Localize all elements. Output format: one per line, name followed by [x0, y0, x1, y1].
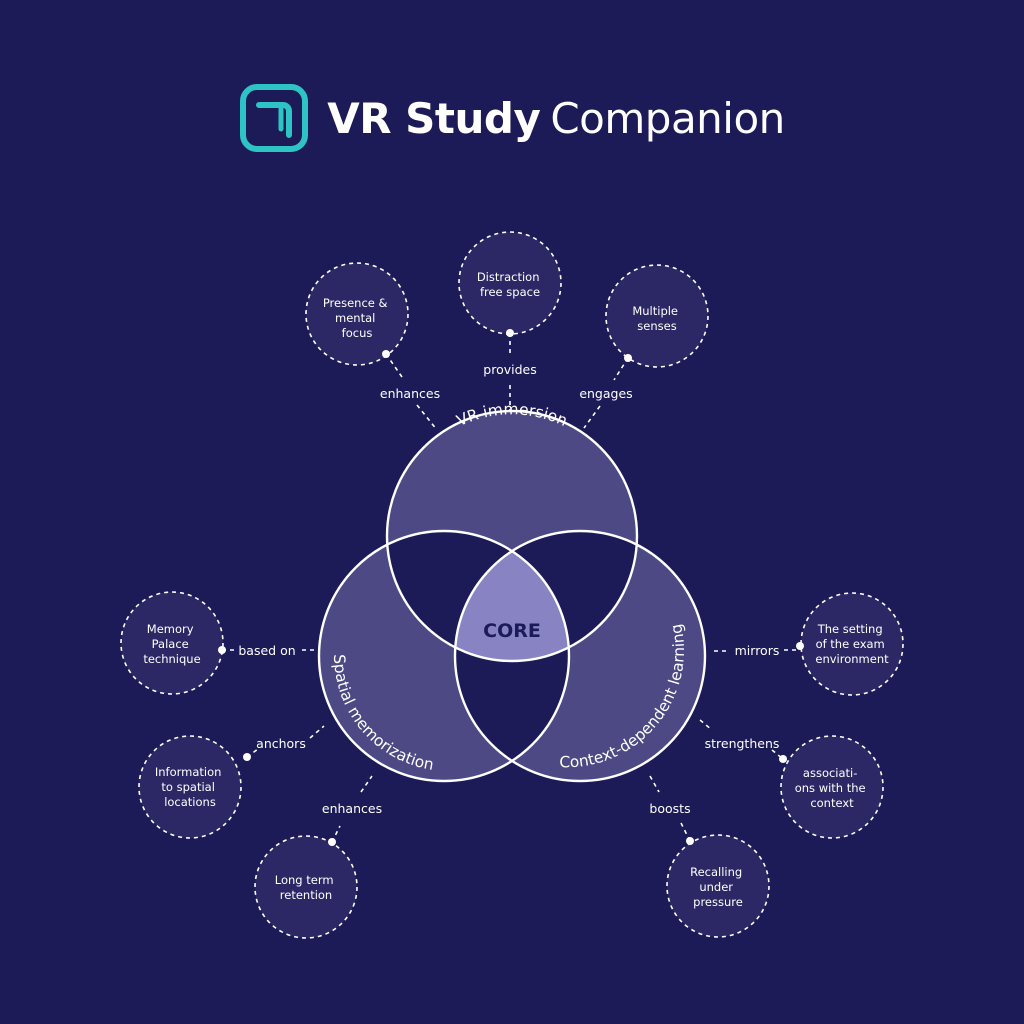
edge-label-spatial-info: anchors — [256, 736, 306, 751]
node-line: ons with the — [795, 781, 866, 795]
title-bold: VR Study — [327, 93, 541, 143]
edge-label-memory-palace: based on — [238, 643, 295, 658]
node-line: pressure — [693, 895, 743, 909]
node-presence: Presence & mental focus — [305, 262, 409, 366]
svg-text:Recalling under pr: Recalling under pressure — [690, 865, 746, 909]
node-long-term: Long term retention — [254, 835, 358, 939]
node-line: under — [699, 880, 733, 894]
node-line: mental — [335, 311, 375, 325]
node-senses: Multiple senses — [605, 264, 709, 368]
svg-text:Information to spatial: Information to spatial locations — [155, 765, 225, 809]
edge-label-senses: engages — [579, 386, 632, 401]
node-line: technique — [143, 652, 200, 666]
edge-label-associations: strengthens — [705, 736, 780, 751]
svg-text:The setting of the exam: The setting of the exam environment — [815, 622, 889, 666]
node-line: focus — [342, 326, 373, 340]
node-line: free space — [480, 285, 540, 299]
node-line: Presence & — [323, 296, 388, 310]
node-spatial-info: Information to spatial locations — [138, 735, 251, 839]
node-line: Recalling — [690, 865, 742, 879]
node-line: Distraction — [477, 270, 540, 284]
venn-circles — [317, 409, 707, 783]
core-label: CORE — [483, 620, 541, 642]
svg-text:Presence & mental: Presence & mental focus — [323, 296, 391, 340]
node-memory-palace: Memory Palace technique — [120, 591, 226, 695]
edge-label-exam-env: mirrors — [735, 643, 780, 658]
node-line: to spatial — [161, 780, 215, 794]
node-line: Multiple — [632, 304, 678, 318]
node-line: Memory — [147, 622, 194, 636]
svg-text:Multiple senses: Multiple senses — [632, 304, 681, 333]
node-line: senses — [637, 319, 676, 333]
cube-icon — [240, 84, 309, 152]
node-line: retention — [280, 888, 332, 902]
node-line: Palace — [152, 637, 189, 651]
node-line: of the exam — [816, 637, 885, 651]
svg-text:associati- ons with the: associati- ons with the context — [795, 766, 870, 810]
edge-label-distraction: provides — [483, 362, 536, 377]
node-line: Long term — [275, 873, 334, 887]
edge-label-presence: enhances — [380, 386, 440, 401]
svg-text:Memory Palace tech: Memory Palace technique — [143, 622, 200, 666]
node-line: Information — [155, 765, 222, 779]
title-light: Companion — [550, 93, 785, 143]
node-line: associati- — [803, 766, 858, 780]
node-recalling: Recalling under pressure — [666, 834, 770, 938]
node-line: environment — [815, 652, 889, 666]
svg-text:Long term retention: Long term retention — [275, 873, 337, 902]
node-exam-env: The setting of the exam environment — [796, 592, 904, 696]
node-distraction: Distraction free space — [458, 231, 562, 337]
node-line: context — [810, 796, 854, 810]
svg-text:Distraction free space: Distraction free space — [477, 270, 543, 299]
edge-label-recalling: boosts — [649, 801, 690, 816]
edge-label-long-term: enhances — [322, 801, 382, 816]
node-line: The setting — [817, 622, 883, 636]
node-line: locations — [164, 795, 216, 809]
node-associations: associati- ons with the context — [779, 735, 884, 839]
